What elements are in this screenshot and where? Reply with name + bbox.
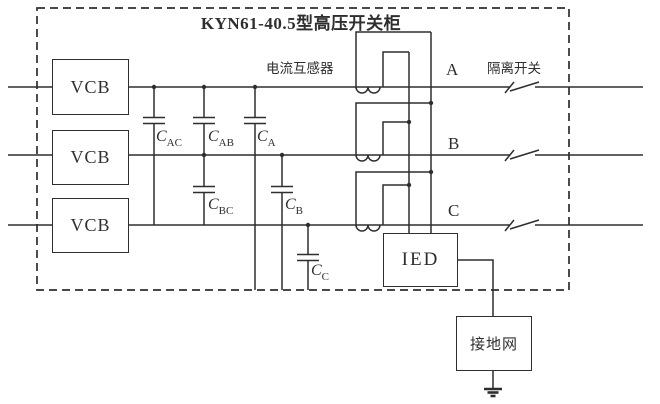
ground-net-label: 接地网 — [469, 337, 518, 353]
cap-symbol-subscript: BC — [218, 205, 234, 218]
ied-box: IED — [383, 233, 458, 287]
ied-to-groundnet-wire — [456, 259, 494, 316]
earth-ground-icon — [484, 387, 502, 398]
capacitor-label-cbc: CBC — [208, 196, 234, 218]
capacitor-label-cb: CB — [285, 196, 304, 218]
cabinet-dashed-border — [36, 7, 570, 291]
isolation-switch-label: 隔离开关 — [487, 61, 541, 76]
vcb-label: VCB — [70, 147, 111, 167]
ct-phase-c-icon — [355, 171, 431, 232]
phase-label-b: B — [448, 134, 460, 153]
capacitor-label-cac: CAC — [156, 128, 182, 150]
cap-symbol-letter: C — [311, 262, 322, 279]
capacitor-cc-symbol — [297, 225, 319, 290]
capacitor-label-cc: CC — [311, 262, 330, 284]
cap-symbol-subscript: AC — [166, 137, 182, 150]
capacitor-label-ca: CA — [257, 128, 276, 150]
ground-net-box: 接地网 — [456, 316, 532, 371]
vcb-label: VCB — [70, 215, 111, 235]
vcb-breaker-box-c: VCB — [52, 198, 129, 253]
vcb-label: VCB — [70, 76, 111, 97]
ied-label: IED — [401, 249, 440, 270]
junction-dots — [151, 84, 434, 228]
capacitor-cab-symbol — [193, 87, 215, 155]
cap-symbol-subscript: A — [267, 137, 276, 150]
cap-symbol-letter: C — [257, 128, 268, 145]
cap-symbol-letter: C — [208, 128, 219, 145]
disconnect-switch-b-icon — [504, 149, 540, 162]
cap-symbol-subscript: B — [295, 205, 304, 218]
vcb-breaker-box-b: VCB — [52, 130, 129, 185]
capacitor-ca-symbol — [244, 87, 266, 290]
ct-phase-b-icon — [355, 102, 431, 162]
vcb-breaker-box-a: VCB — [52, 59, 129, 115]
ct-secondary-leads — [408, 32, 432, 233]
ct-phase-a-icon — [355, 31, 431, 94]
current-transformer-label: 电流互感器 — [266, 61, 334, 76]
capacitor-cac-symbol — [143, 87, 165, 225]
phase-label-a: A — [446, 60, 459, 79]
cap-symbol-subscript: AB — [218, 137, 234, 150]
capacitor-label-cab: CAB — [208, 128, 234, 150]
cap-symbol-letter: C — [156, 128, 167, 145]
cap-symbol-letter: C — [285, 196, 296, 213]
cabinet-title: KYN61-40.5型高压开关柜 — [200, 14, 402, 33]
disconnect-switch-c-icon — [504, 219, 540, 232]
disconnect-switch-a-icon — [504, 81, 540, 94]
cap-symbol-letter: C — [208, 196, 219, 213]
phase-label-c: C — [448, 201, 460, 220]
capacitor-cbc-symbol — [193, 155, 215, 225]
capacitor-cb-symbol — [271, 155, 293, 290]
cap-symbol-subscript: C — [321, 271, 330, 284]
